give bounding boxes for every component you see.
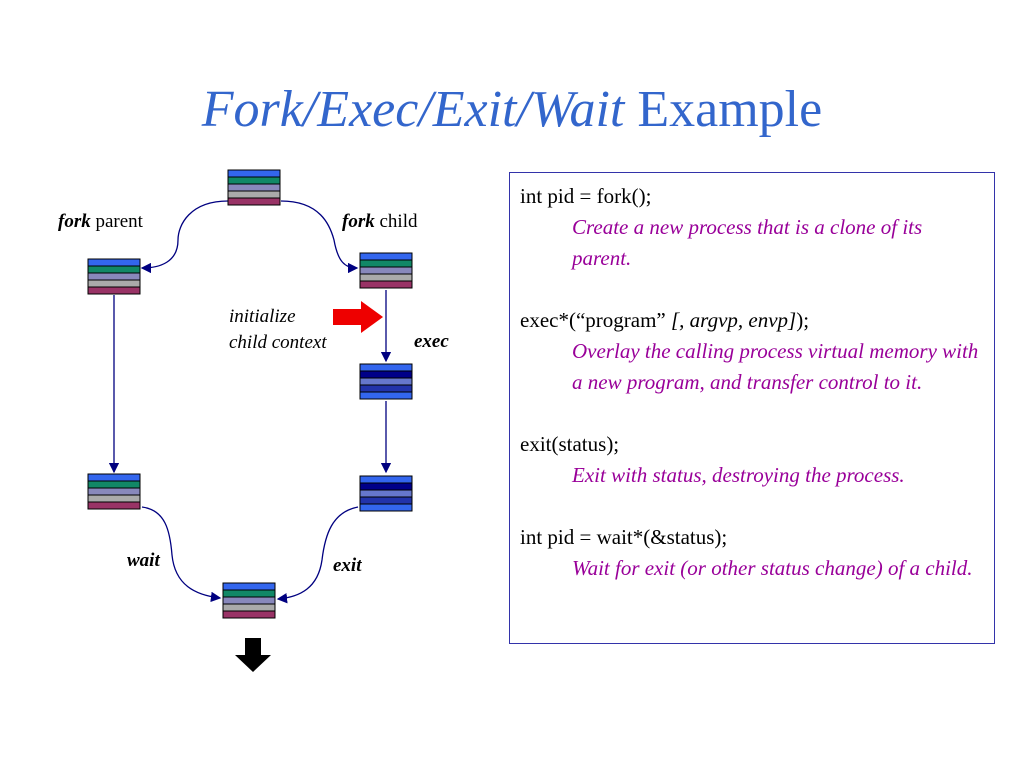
down-arrow-icon xyxy=(235,638,271,672)
exec-label: exec xyxy=(414,331,449,352)
fork-call: int pid = fork(); xyxy=(520,184,652,208)
process-child xyxy=(359,252,413,289)
process-exec xyxy=(359,363,413,400)
process-parent-running xyxy=(87,473,141,510)
exit-arrow xyxy=(276,506,359,604)
exec-description: Overlay the calling process virtual memo… xyxy=(572,339,979,394)
fork-description: Create a new process that is a clone of … xyxy=(572,215,923,270)
wait-label: wait xyxy=(127,550,160,571)
exit-call: exit(status); xyxy=(520,432,620,456)
process-after-wait xyxy=(222,582,276,619)
exit-description: Exit with status, destroying the process… xyxy=(572,463,905,487)
page-title: Fork/Exec/Exit/Wait Example xyxy=(0,78,1024,142)
wait-description: Wait for exit (or other status change) o… xyxy=(572,556,973,580)
title-plain: Example xyxy=(637,81,823,138)
fork-parent-arrow xyxy=(140,200,229,274)
process-parent xyxy=(87,258,141,295)
red-arrow-icon xyxy=(333,301,383,333)
exit-label: exit xyxy=(333,555,362,576)
wait-call: int pid = wait*(&status); xyxy=(520,525,728,549)
fork-parent-label: fork parent xyxy=(58,211,143,232)
initialize-label-line1: initialize xyxy=(229,306,296,327)
process-original xyxy=(227,169,281,206)
initialize-label-line2: child context xyxy=(229,332,327,353)
exec-call: exec*(“program” [, argvp, envp]); xyxy=(520,308,810,332)
fork-child-arrow xyxy=(280,200,359,274)
title-italic: Fork/Exec/Exit/Wait xyxy=(201,81,625,138)
process-exec-running xyxy=(359,475,413,512)
fork-child-label: fork child xyxy=(342,211,418,232)
wait-arrow xyxy=(141,506,222,603)
syscall-description-box: int pid = fork(); Create a new process t… xyxy=(509,172,995,644)
